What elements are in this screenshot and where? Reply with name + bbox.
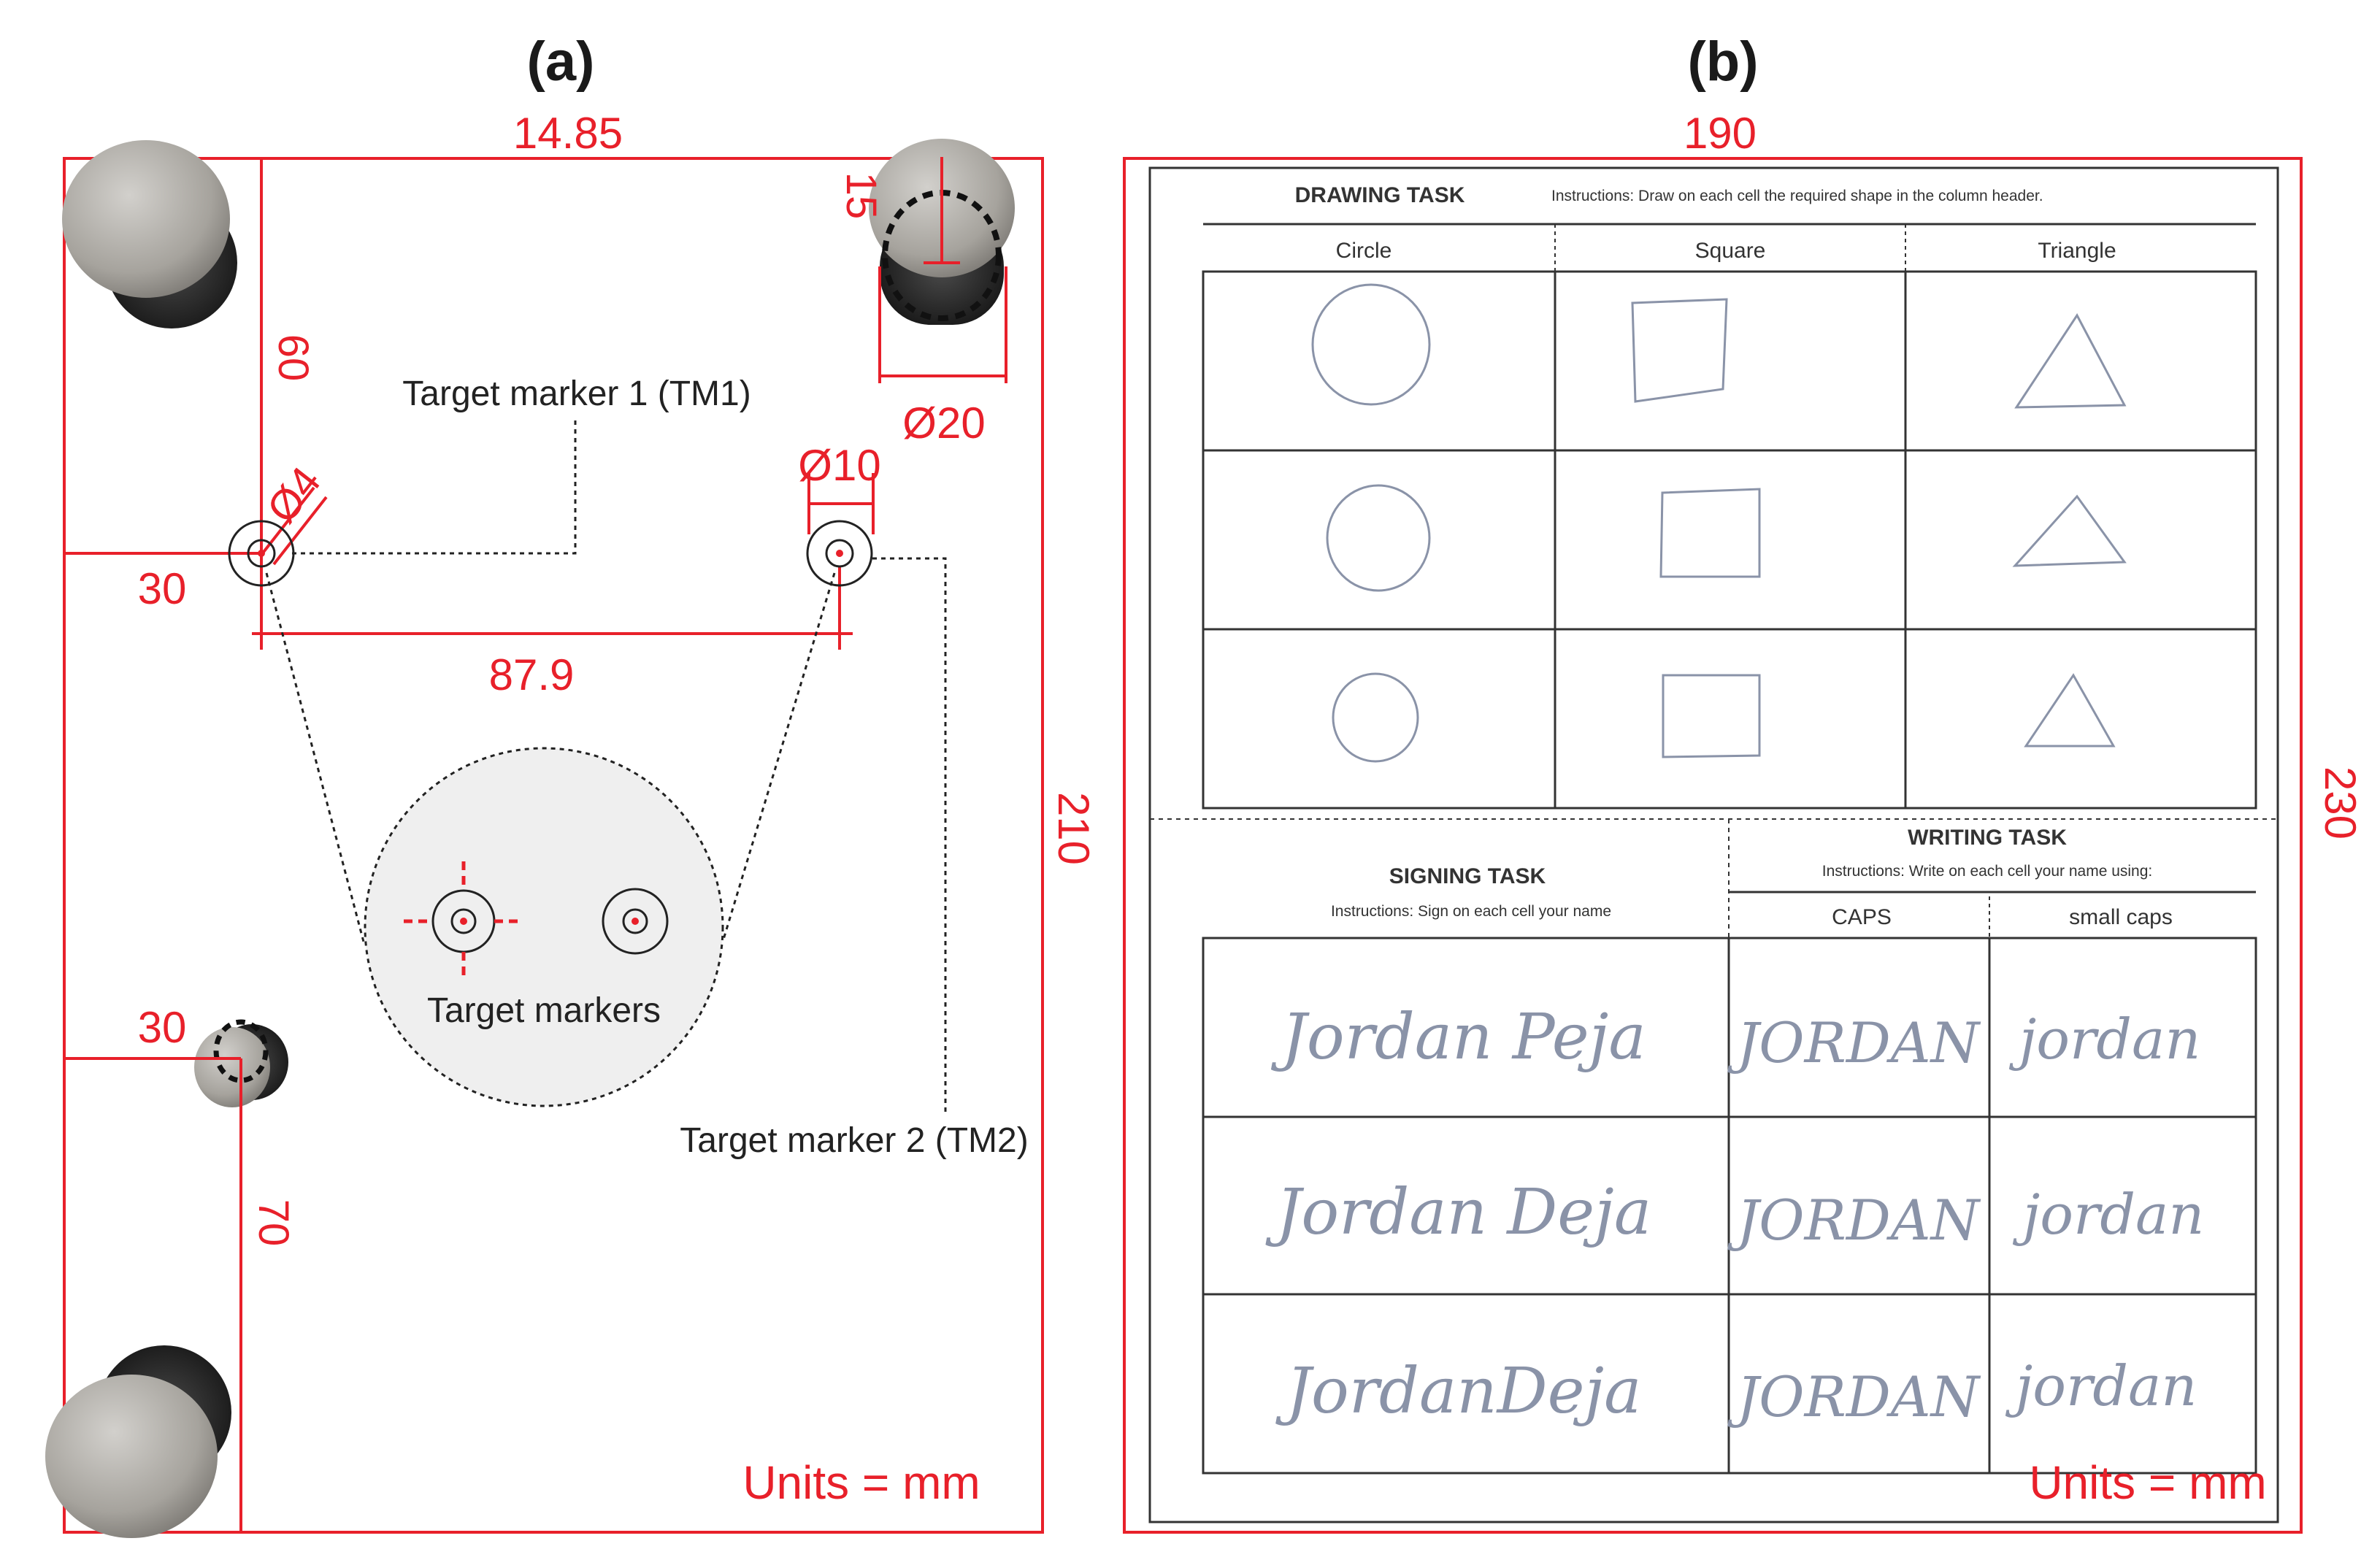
label-tm1: Target marker 1 (TM1)	[402, 374, 751, 413]
signature-1: Jordan Peja	[1270, 1001, 1646, 1074]
dim-lower-knob-offset: 30	[138, 1003, 187, 1052]
dim-height-a: 210	[1049, 792, 1098, 865]
dim-hole: Ø4	[258, 458, 330, 531]
drawing-grid	[1202, 270, 2257, 810]
caps-3: JORDAN	[1727, 1364, 1981, 1429]
units-a: Units = mm	[742, 1456, 980, 1509]
leader-lines	[265, 416, 947, 1113]
dim-width-b: 190	[1684, 109, 1757, 158]
signature-3: JordanDeja	[1275, 1355, 1642, 1428]
label-tm2: Target marker 2 (TM2)	[680, 1121, 1028, 1160]
page-b-outline	[1123, 157, 2303, 1534]
drawing-task-title: DRAWING TASK	[1295, 183, 1465, 207]
dim-width-a: 14.85	[513, 109, 623, 158]
page-a-outline	[63, 157, 1044, 1534]
caps-1: JORDAN	[1727, 1010, 1981, 1075]
dim-marker-spacing: 87.9	[489, 650, 575, 699]
zoom-marker-plain	[602, 888, 669, 955]
dim-lower-vertical: 70	[250, 1199, 297, 1247]
target-marker-2	[806, 520, 873, 587]
writing-task-instructions: Instructions: Write on each cell your na…	[1822, 863, 2153, 880]
label-target-markers: Target markers	[427, 991, 661, 1030]
signing-task-title: SIGNING TASK	[1389, 864, 1546, 888]
drawn-circle	[1332, 672, 1419, 763]
dim-knob-offset: 15	[837, 172, 885, 220]
knob-top-right	[869, 139, 1015, 383]
small-caps-1: jordan	[2009, 1007, 2201, 1072]
dim-marker2: Ø10	[798, 441, 880, 490]
drawn-circle	[1311, 283, 1431, 406]
dim-left-horizontal: 30	[138, 564, 187, 613]
drawn-triangle	[2024, 673, 2116, 748]
dim-height-b: 230	[2316, 766, 2365, 839]
knob-bottom-left	[45, 1345, 231, 1538]
drawing-col-circle: Circle	[1336, 239, 1392, 263]
writing-col-small-caps: small caps	[2069, 905, 2173, 929]
drawn-shapes	[1311, 283, 2127, 763]
drawn-circle	[1326, 484, 1431, 592]
knob-mid-left	[194, 1019, 288, 1107]
zoom-marker-crosshair	[404, 861, 523, 981]
drawing-col-triangle: Triangle	[2038, 239, 2116, 263]
writing-grid	[1202, 937, 2257, 1475]
knob-top-left	[62, 140, 237, 328]
panel-b: (b) 190 DRAWING TASK Instructions: Draw …	[1123, 31, 2365, 1534]
panel-a-label: (a)	[527, 31, 595, 93]
dim-top-left-vertical: 60	[269, 334, 317, 382]
units-b: Units = mm	[2029, 1456, 2266, 1509]
drawn-square	[1659, 488, 1761, 578]
target-markers-zoom: Target markers	[364, 747, 724, 1107]
drawn-triangle	[2012, 494, 2127, 567]
small-caps-2: jordan	[2013, 1182, 2205, 1247]
drawn-square	[1631, 298, 1728, 403]
dim-knob-diameter: Ø20	[902, 399, 985, 447]
signing-task-instructions: Instructions: Sign on each cell your nam…	[1331, 903, 1611, 920]
small-caps-3: jordan	[2005, 1353, 2197, 1418]
drawing-col-square: Square	[1695, 239, 1766, 263]
caps-2: JORDAN	[1727, 1188, 1981, 1253]
sheet-border	[1148, 166, 2279, 1523]
writing-task-title: WRITING TASK	[1908, 826, 2067, 850]
drawn-square	[1662, 674, 1761, 758]
drawing-task-instructions: Instructions: Draw on each cell the requ…	[1551, 188, 2043, 204]
panel-b-label: (b)	[1687, 31, 1758, 93]
signature-2: Jordan Deja	[1265, 1176, 1651, 1249]
drawn-triangle	[2014, 313, 2127, 409]
writing-col-caps: CAPS	[1832, 905, 1892, 929]
panel-a: (a) 14.85	[45, 31, 1098, 1538]
